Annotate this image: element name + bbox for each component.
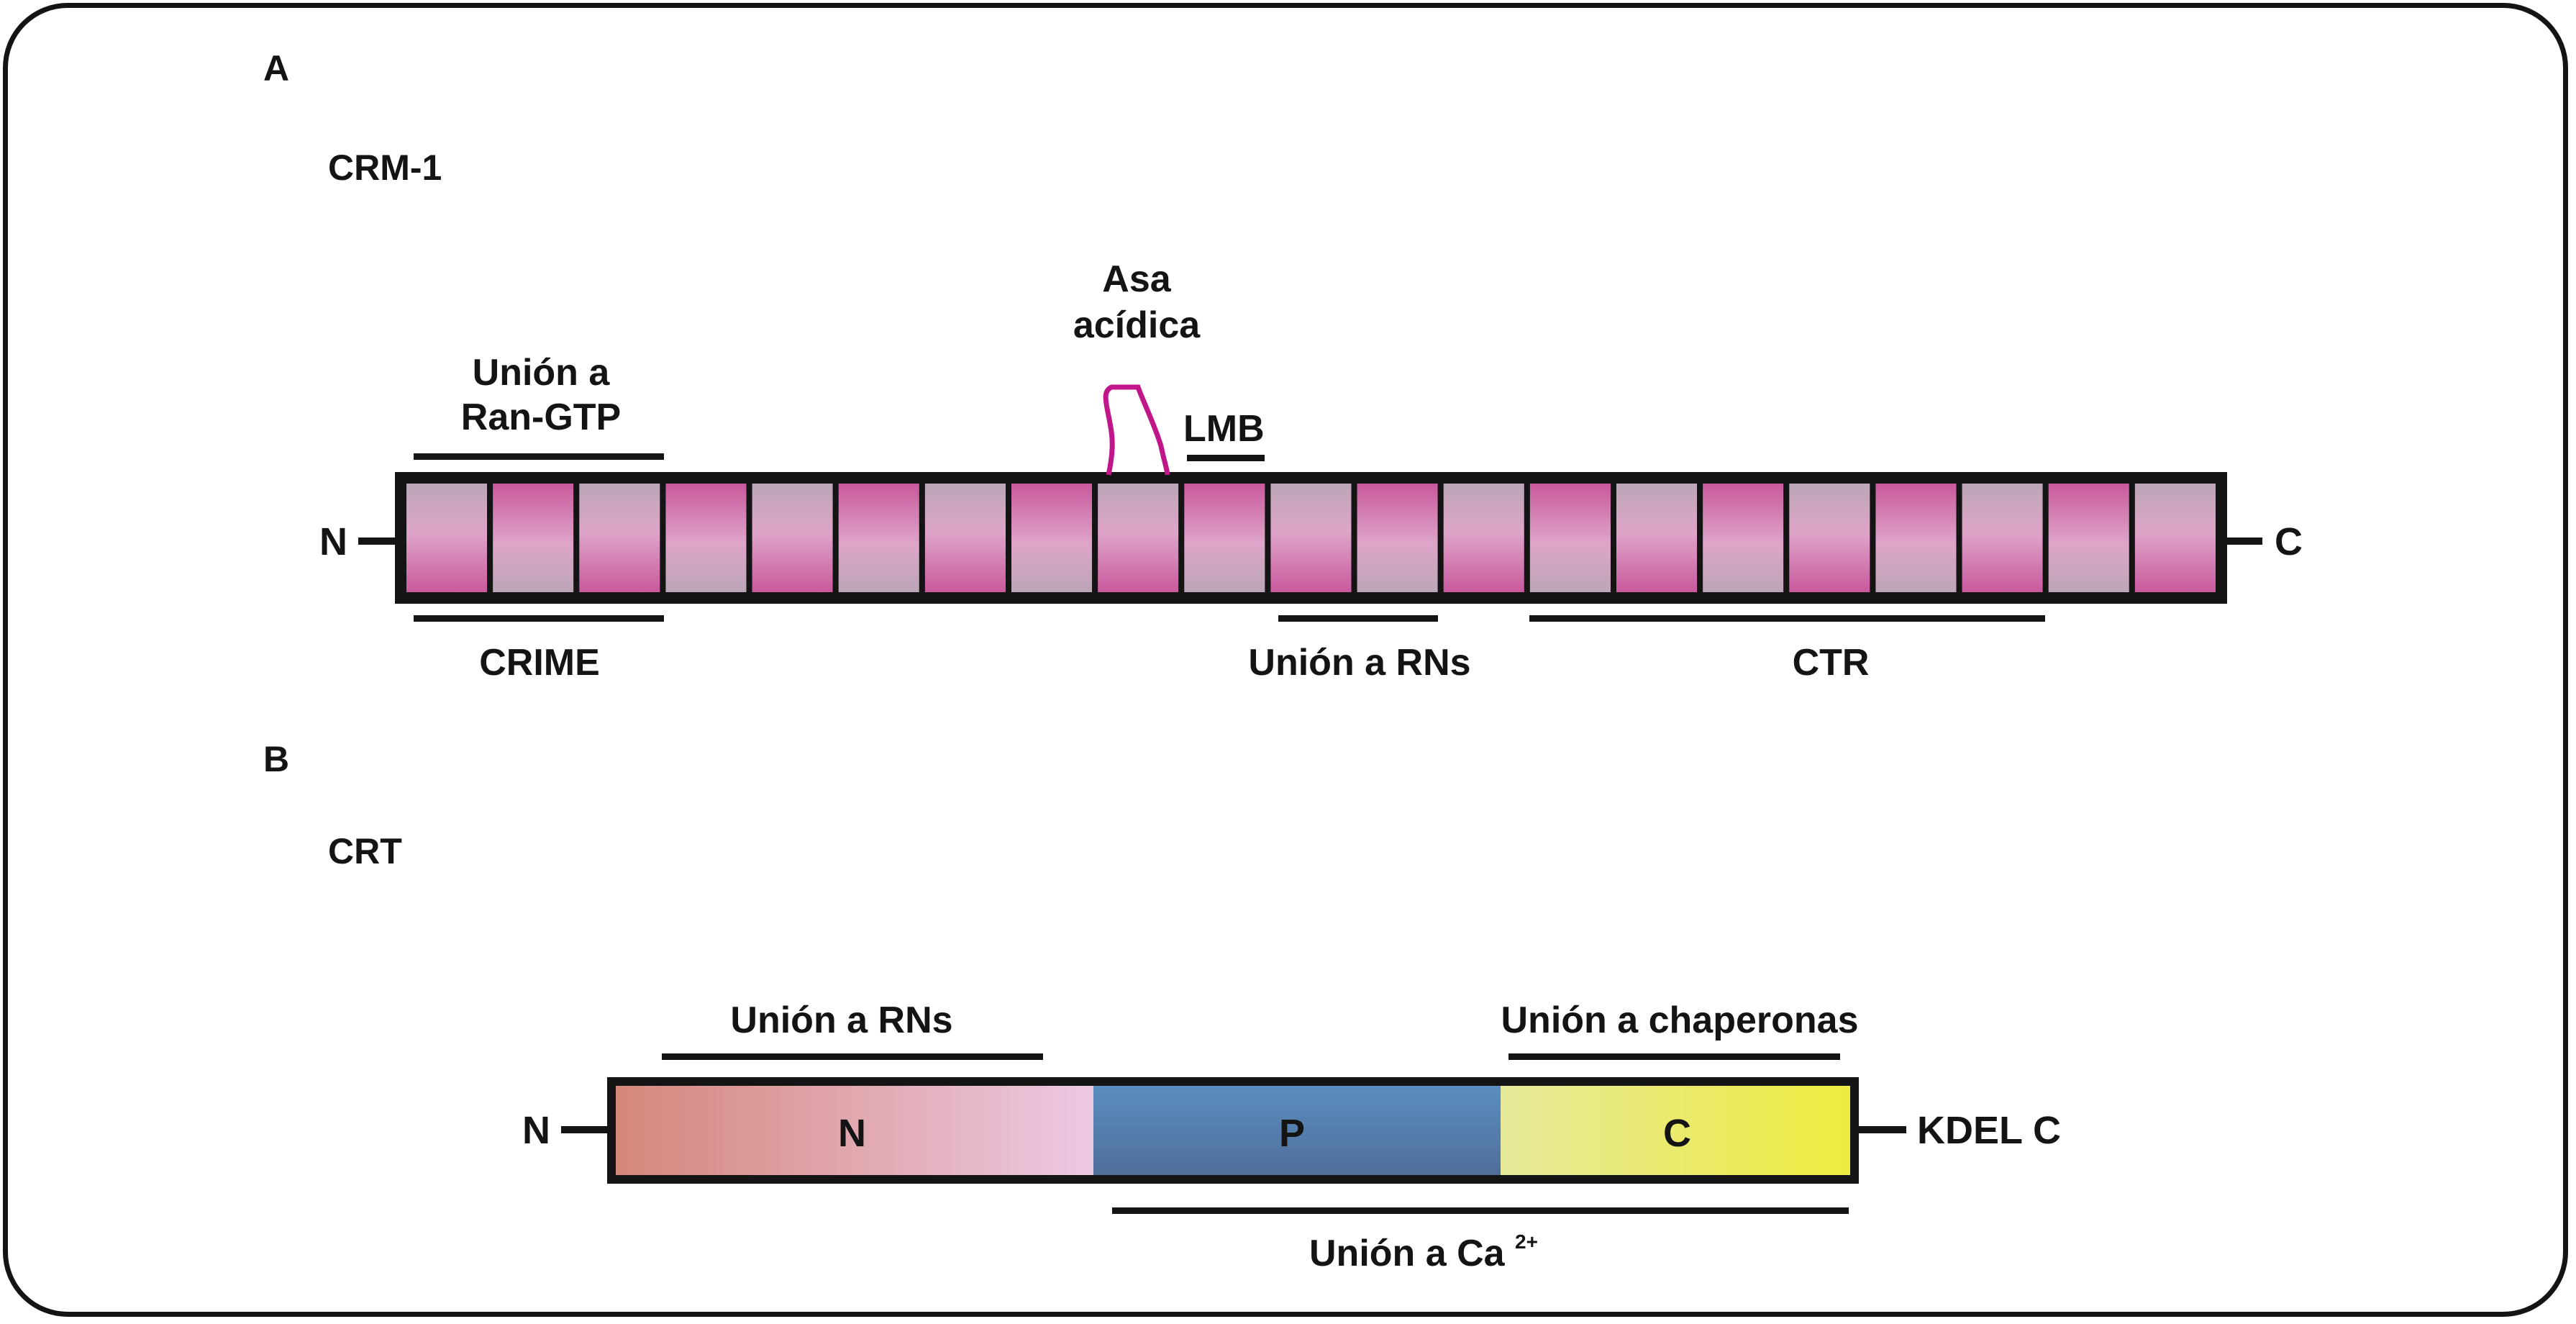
acidic-loop-line2: acídica xyxy=(1073,304,1201,346)
crt-domain-c xyxy=(1501,1082,1854,1179)
crt-rns-label: Unión a RNs xyxy=(730,999,953,1041)
chaperones-bracket xyxy=(1508,1053,1840,1060)
crm1-diagram xyxy=(358,384,2262,604)
crime-bracket xyxy=(414,615,664,622)
crt-domain-p-label: P xyxy=(1279,1112,1306,1155)
panel-a-letter: A xyxy=(263,48,290,89)
acidic-loop-line1: Asa xyxy=(1102,258,1171,300)
ran-gtp-label: Unión a Ran-GTP xyxy=(419,354,663,436)
crm1-heat-repeat-4 xyxy=(660,478,752,598)
crt-bar-outline xyxy=(607,1077,1859,1184)
acidic-loop-label: Asa acídica xyxy=(1036,260,1237,344)
crt-domain-n-label: N xyxy=(838,1112,866,1155)
panel-b-letter: B xyxy=(263,739,290,779)
crm1-heat-repeat-6 xyxy=(832,478,925,598)
crm1-bar-outline xyxy=(395,472,2227,604)
acidic-loop xyxy=(1103,384,1170,476)
lmb-label: LMB xyxy=(1183,408,1265,450)
ran-gtp-label-line2: Ran-GTP xyxy=(460,396,622,438)
crm1-heat-repeat-3 xyxy=(573,478,666,598)
calcium-bracket xyxy=(1112,1207,1849,1214)
crime-label: CRIME xyxy=(479,642,600,684)
crt-domain-p xyxy=(1093,1082,1501,1179)
lmb-bracket xyxy=(1187,455,1265,461)
crt-domain-n xyxy=(611,1082,1093,1179)
crm1-title: CRM-1 xyxy=(328,148,442,188)
crm1-rns-bracket xyxy=(1278,615,1438,622)
crt-n-terminus: N xyxy=(522,1109,550,1152)
crt-title: CRT xyxy=(328,831,402,871)
calcium-superscript: 2+ xyxy=(1515,1230,1538,1253)
calcium-label: Unión a Ca 2+ xyxy=(1309,1231,1538,1274)
ran-gtp-bracket xyxy=(414,453,664,460)
crt-c-terminus-kdel: KDEL C xyxy=(1917,1109,2062,1152)
ctr-label: CTR xyxy=(1792,642,1870,684)
crt-rns-bracket xyxy=(662,1053,1043,1060)
calcium-label-text: Unión a Ca xyxy=(1309,1233,1505,1274)
ran-gtp-label-line1: Unión a xyxy=(472,352,610,394)
crm1-heat-repeat-7 xyxy=(919,478,1012,598)
crm1-c-terminus: C xyxy=(2275,520,2303,563)
ctr-bracket xyxy=(1529,615,2045,622)
crt-domain-c-label: C xyxy=(1663,1112,1691,1155)
crm1-heat-repeat-2 xyxy=(487,478,580,598)
crm1-n-terminus: N xyxy=(319,520,347,563)
chaperones-label: Unión a chaperonas xyxy=(1501,999,1859,1041)
crm1-rns-label: Unión a RNs xyxy=(1248,642,1471,684)
figure-frame xyxy=(3,3,2568,1317)
